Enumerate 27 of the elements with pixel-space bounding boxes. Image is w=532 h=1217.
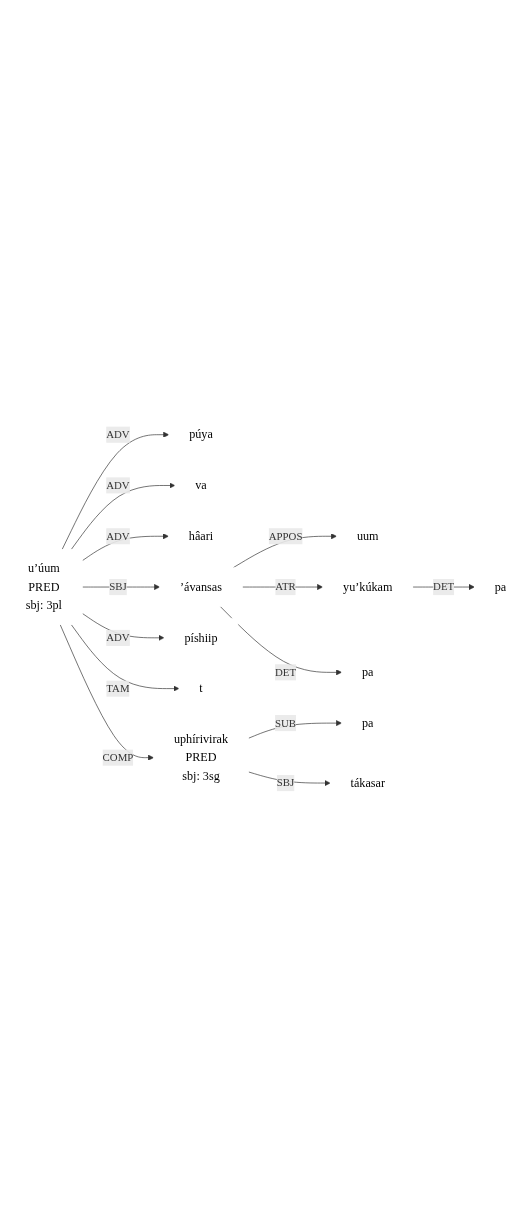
edge-label: SBJ <box>276 776 295 789</box>
node-text: t <box>199 681 203 695</box>
node-text: uphírivirak PRED sbj: 3sg <box>173 731 229 782</box>
edge-label: ATR <box>275 580 296 593</box>
edge-label: ADV <box>106 428 130 440</box>
edge-label: ADV <box>106 631 130 643</box>
edge-label: DET <box>433 580 455 593</box>
node-text: va <box>195 478 207 492</box>
edge-label: SUB <box>275 716 297 729</box>
node-text: píshiip <box>184 630 218 644</box>
edge-label: ADV <box>106 529 130 542</box>
edge-label: SBJ <box>109 580 127 593</box>
node-text: tákasar <box>350 775 385 790</box>
edge-label: COMP <box>102 751 134 763</box>
node-text: hâari <box>188 528 214 543</box>
node-text: pa <box>361 664 374 679</box>
edge-label: APPOS <box>268 529 303 542</box>
node-text: ’ávansas <box>180 579 222 594</box>
node-text: u’úum PRED sbj: 3pl <box>25 561 62 612</box>
node-text: pa <box>494 579 507 594</box>
node-text: yu’kúkam <box>343 579 393 594</box>
edge-label: TAM <box>106 682 130 694</box>
node-text: pa <box>361 715 374 730</box>
edge-label: DET <box>275 665 297 678</box>
node-text: púya <box>189 427 213 441</box>
node-text: uum <box>356 528 379 543</box>
edge-label: ADV <box>106 479 130 491</box>
